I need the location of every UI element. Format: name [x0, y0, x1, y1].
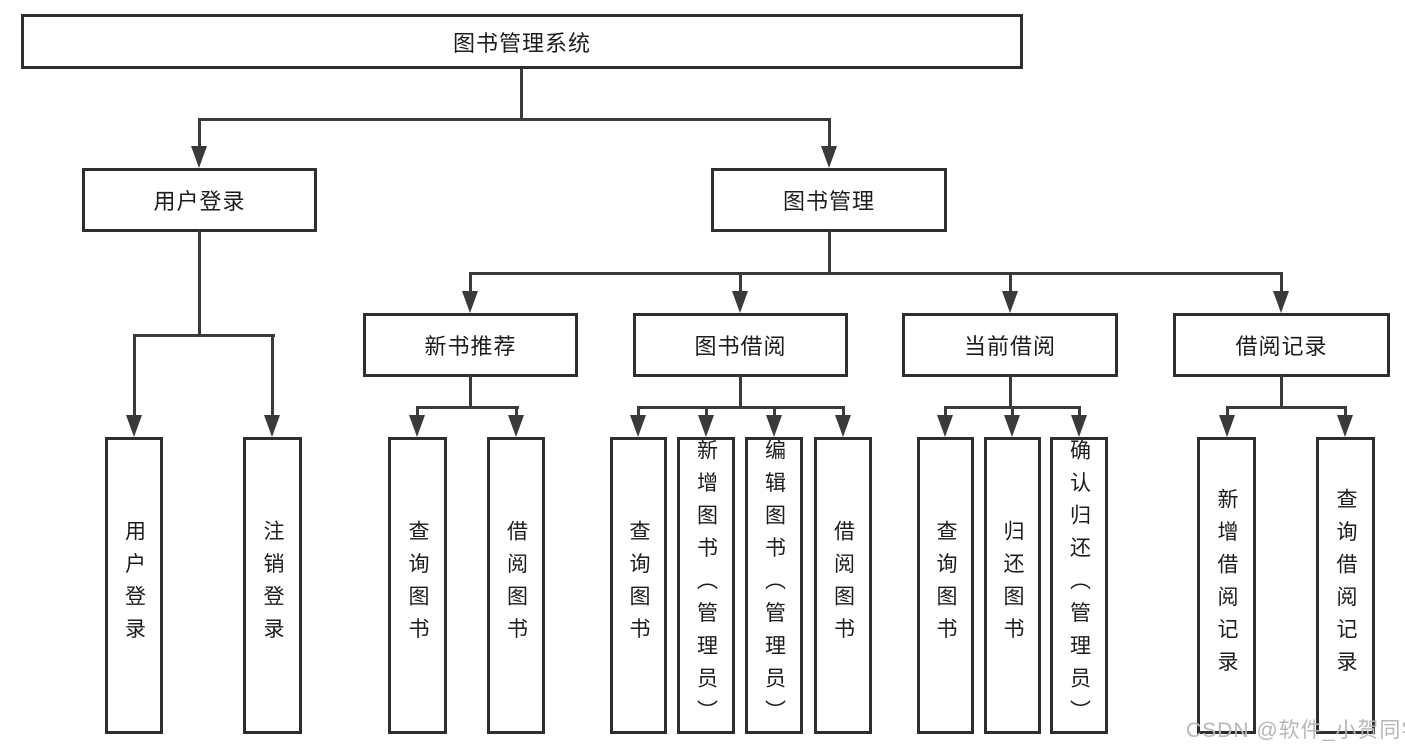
connector-line: [828, 118, 831, 152]
arrowhead-icon: [462, 291, 478, 313]
node-leaf-confirm-return-admin: 确认归还（管理员）: [1050, 437, 1108, 734]
node-leaf-user-login: 用户登录: [105, 437, 163, 734]
connector-line: [1226, 406, 1347, 409]
node-leaf-query-book-recommend: 查询图书: [388, 437, 447, 734]
node-leaf-borrow-book-recommend: 借阅图书: [487, 437, 545, 734]
node-leaf-logout: 注销登录: [243, 437, 302, 734]
connector-line: [739, 272, 742, 297]
connector-line: [469, 375, 472, 409]
node-leaf-add-borrow-record-label: 新增借阅记录: [1215, 487, 1238, 684]
connector-line: [828, 230, 831, 275]
node-leaf-borrow-book-borrow: 借阅图书: [814, 437, 872, 734]
arrowhead-icon: [732, 291, 748, 313]
node-leaf-user-login-label: 用户登录: [122, 520, 146, 651]
node-leaf-borrow-book-recommend-label: 借阅图书: [504, 520, 528, 651]
node-book-management-label: 图书管理: [782, 189, 875, 214]
node-current-borrow-label: 当前借阅: [963, 334, 1056, 359]
node-leaf-logout-label: 注销登录: [261, 520, 284, 651]
arrowhead-icon: [835, 415, 851, 437]
arrowhead-icon: [409, 415, 425, 437]
node-user-login: 用户登录: [82, 168, 317, 232]
node-user-login-label: 用户登录: [153, 189, 246, 214]
arrowhead-icon: [1004, 415, 1020, 437]
connector-line: [271, 334, 274, 422]
connector-line: [198, 230, 201, 336]
connector-line: [198, 118, 831, 121]
node-root: 图书管理系统: [21, 14, 1023, 69]
node-new-book-recommend-label: 新书推荐: [424, 334, 517, 359]
arrowhead-icon: [1219, 415, 1235, 437]
node-leaf-return-book-label: 归还图书: [1001, 520, 1024, 651]
node-book-borrow: 图书借阅: [633, 313, 848, 377]
node-leaf-add-borrow-record: 新增借阅记录: [1197, 437, 1256, 734]
node-leaf-add-book-admin: 新增图书（管理员）: [677, 437, 735, 734]
connector-line: [416, 406, 519, 409]
node-leaf-query-book-recommend-label: 查询图书: [406, 520, 429, 651]
connector-line: [133, 334, 136, 422]
connector-line: [469, 272, 472, 297]
node-leaf-add-book-admin-label: 新增图书（管理员）: [694, 439, 718, 732]
arrowhead-icon: [1337, 415, 1353, 437]
arrowhead-icon: [821, 146, 837, 168]
arrowhead-icon: [698, 415, 714, 437]
node-leaf-query-book-borrow-label: 查询图书: [627, 520, 650, 651]
node-current-borrow: 当前借阅: [902, 313, 1118, 377]
node-leaf-edit-book-admin-label: 编辑图书（管理员）: [762, 439, 786, 732]
node-new-book-recommend: 新书推荐: [363, 313, 578, 377]
node-borrow-records-label: 借阅记录: [1235, 334, 1328, 359]
arrowhead-icon: [264, 415, 280, 437]
arrowhead-icon: [508, 415, 524, 437]
arrowhead-icon: [1002, 291, 1018, 313]
connector-line: [133, 334, 275, 337]
arrowhead-icon: [191, 146, 207, 168]
connector-line: [469, 272, 1283, 275]
node-borrow-records: 借阅记录: [1173, 313, 1390, 377]
node-leaf-return-book: 归还图书: [984, 437, 1041, 734]
arrowhead-icon: [630, 415, 646, 437]
node-leaf-confirm-return-admin-label: 确认归还（管理员）: [1067, 439, 1091, 732]
node-leaf-query-borrow-record-label: 查询借阅记录: [1334, 487, 1357, 684]
csdn-watermark: CSDN @软件_小贺同学: [1186, 719, 1405, 742]
connector-line: [1280, 375, 1283, 409]
connector-line: [637, 406, 845, 409]
connector-line: [739, 375, 742, 409]
node-leaf-query-borrow-record: 查询借阅记录: [1316, 437, 1375, 734]
node-book-borrow-label: 图书借阅: [694, 334, 787, 359]
node-book-management: 图书管理: [711, 168, 947, 232]
node-leaf-query-book-current-label: 查询图书: [934, 520, 957, 651]
node-leaf-edit-book-admin: 编辑图书（管理员）: [745, 437, 803, 734]
connector-line: [1009, 272, 1012, 297]
node-leaf-borrow-book-borrow-label: 借阅图书: [831, 520, 855, 651]
node-root-label: 图书管理系统: [452, 30, 591, 56]
connector-line: [1009, 375, 1012, 409]
arrowhead-icon: [1071, 415, 1087, 437]
node-leaf-query-book-current: 查询图书: [917, 437, 974, 734]
connector-line: [520, 69, 523, 121]
arrowhead-icon: [766, 415, 782, 437]
arrowhead-icon: [937, 415, 953, 437]
node-leaf-query-book-borrow: 查询图书: [610, 437, 667, 734]
arrowhead-icon: [1273, 291, 1289, 313]
arrowhead-icon: [126, 415, 142, 437]
connector-line: [198, 118, 201, 152]
connector-line: [1280, 272, 1283, 297]
